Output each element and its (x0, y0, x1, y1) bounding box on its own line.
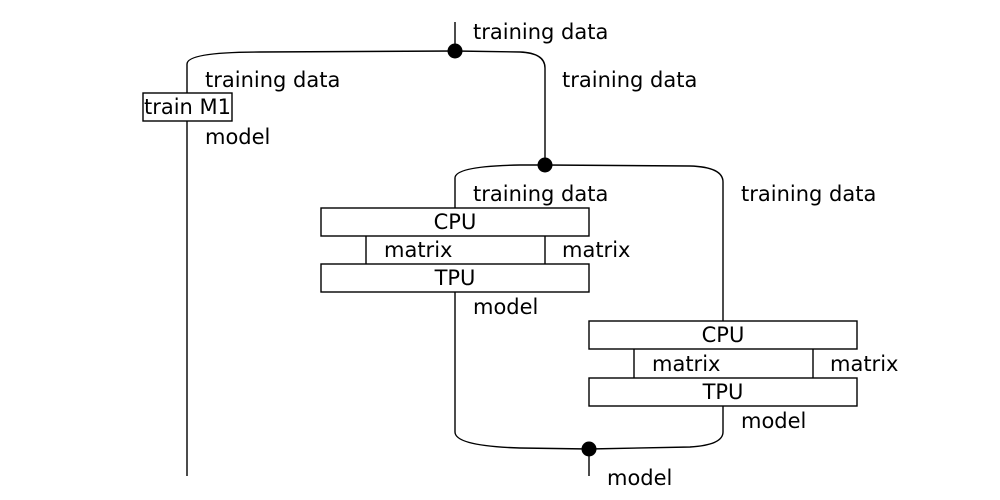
stage1-matrix-inner-label: matrix (384, 238, 452, 262)
left-branch-in-label: training data (205, 68, 340, 92)
stage1-cpu-label: CPU (434, 210, 477, 234)
stage2-cpu-box (588, 320, 858, 350)
stage1-cpu-box (320, 207, 590, 237)
stage2-tpu-label: TPU (702, 380, 744, 404)
stage1-tpu-box (320, 263, 590, 293)
inner-right-in-label: training data (741, 182, 876, 206)
output-bottom-label: model (607, 466, 672, 490)
stage2-cpu-label: CPU (702, 323, 745, 347)
inner-left-in-label: training data (473, 182, 608, 206)
right-branch-in-label: training data (562, 68, 697, 92)
stage2-model-label: model (741, 409, 806, 433)
split-arc-inner (454, 164, 724, 183)
stage1-tpu-label: TPU (434, 266, 476, 290)
left-branch-out-label: model (205, 125, 270, 149)
train-m1-label: train M1 (144, 95, 231, 119)
stage2-tpu-box (588, 377, 858, 407)
merge-node (581, 441, 597, 457)
split-arc-top (186, 50, 546, 69)
stage2-matrix-inner-label: matrix (652, 352, 720, 376)
split-node-inner (537, 157, 553, 173)
input-top-label: training data (473, 20, 608, 44)
train-m1-box (142, 92, 233, 122)
split-node-top (447, 43, 463, 59)
stage2-matrix-outer-label: matrix (830, 352, 898, 376)
stage1-model-label: model (473, 295, 538, 319)
merge-arc (454, 431, 724, 450)
stage1-matrix-outer-label: matrix (562, 238, 630, 262)
